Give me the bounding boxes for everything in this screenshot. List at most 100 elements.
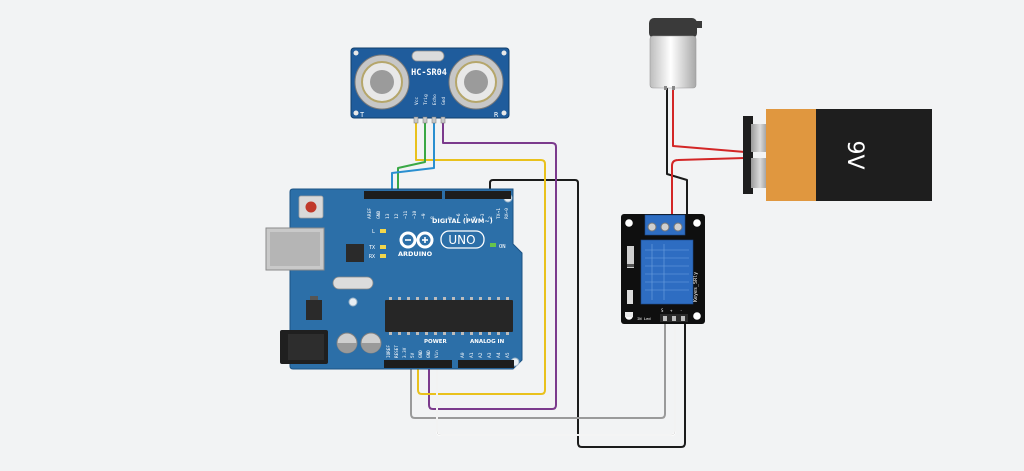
power-header[interactable] [384,360,452,368]
pin-label-1: TX→1 [496,208,502,219]
pin-label-a4: A4 [496,352,502,358]
power-header-label: POWER [424,339,448,345]
pin-label-12: 12 [394,213,400,219]
pin-label-gnd-1: GND [418,350,424,358]
dc-motor[interactable] [649,18,702,90]
wire-purple-sensor-gnd[interactable] [428,121,557,410]
arduino-logo-icon [399,231,434,249]
crystal [332,276,374,290]
led-tx-label: TX [369,245,375,251]
sensor-mark-t: T [360,111,365,119]
resistor [627,290,633,304]
atmega-pins [389,297,509,335]
wire-yellow-sensor-vcc[interactable] [415,121,546,395]
pin-label-a3: A3 [487,352,493,358]
wires [391,83,746,448]
pin-label-7: 7 [448,216,454,219]
power-pin-labels: IOREF RESET 3.3V 5V GND GND Vin [386,345,440,358]
pin-label-vin: Vin [434,350,440,358]
digital-header-left[interactable] [364,191,442,199]
sensor-model-label: HC-SR04 [411,68,447,78]
led-rx [380,254,386,258]
led-l [380,229,386,233]
analog-header[interactable] [458,360,514,368]
pin-label-2: 2 [488,216,494,219]
crystal-oscillator [411,50,445,62]
uno-label: UNO [448,233,475,247]
analog-pin-labels: A0 A1 A2 A3 A4 A5 [460,352,511,358]
pin-label-reset: RESET [394,345,400,358]
pin-label-4: 4 [472,216,478,219]
relay-pins[interactable] [660,314,688,322]
relay-led-label: IN Led [637,316,651,321]
transducer-left [354,54,410,110]
relay-pin-minus-label: - [680,308,682,313]
wire-red-relay-battery[interactable] [671,157,746,215]
pin-label-aref: AREF [367,208,373,219]
relay-body [640,239,694,305]
regulator [306,300,322,320]
reset-button[interactable] [298,195,324,219]
pin-label-5: ~5 [464,213,470,219]
pin-label-a5: A5 [505,352,511,358]
sensor-pin-echo-label: Echo [432,94,438,105]
relay-pin-plus-label: + [670,308,673,313]
pin-label-3v3: 3.3V [402,347,408,358]
digital-header-right[interactable] [445,191,511,199]
relay-pin-labels: S + - [661,308,682,313]
capacitors [336,332,382,354]
led-rx-label: RX [369,254,375,260]
pin-label-11: ~11 [403,210,409,219]
pin-label-gnd-2: GND [426,350,432,358]
pin-label-3: ~3 [480,213,486,219]
pin-label-a2: A2 [478,352,484,358]
battery-terminal-block [743,116,753,194]
transducer-right [448,54,504,110]
pin-label-10: ~10 [412,210,418,219]
relay-screw-terminal[interactable] [644,214,686,236]
pin-label-6: ~6 [456,213,462,219]
sensor-pins[interactable] [413,116,446,124]
arduino-brand-label: ARDUINO [398,250,433,258]
pin-label-9: ~9 [421,213,427,219]
pin-label-a1: A1 [469,352,475,358]
led-on-label: ON [499,244,506,250]
sensor-pin-gnd-label: Gnd [441,97,447,105]
atmega-chip [385,300,513,332]
wire-gray-relay-power[interactable] [410,321,666,419]
digital-header-label: DIGITAL (PWM~) [432,217,493,225]
usb-chip [346,244,364,262]
pin-label-5v: 5V [410,352,416,358]
uno-badge [440,230,485,249]
hc-sr04-sensor[interactable]: HC-SR04 T R Vcc Trig Echo Gnd [350,47,510,124]
pin-label-0: RX←0 [504,208,510,219]
sensor-pin-trig-label: Trig [423,94,429,105]
pin-label-8: 8 [430,216,436,219]
led-tx [380,245,386,249]
pin-label-ioref: IOREF [386,345,392,358]
pin-label-a0: A0 [460,352,466,358]
pin-label-gnd: GND [376,210,382,219]
pin-label-13: 13 [385,213,391,219]
relay-module[interactable]: Keyes_SRly IN Led S + - [621,214,705,324]
9v-battery[interactable]: 9V [743,109,932,201]
sensor-pin-vcc-label: Vcc [414,97,420,105]
led-l-label: L [372,229,375,235]
sensor-pin-labels: Vcc Trig Echo Gnd [414,94,447,105]
relay-model-label: Keyes_SRly [693,272,699,302]
diode [627,246,634,268]
wire-blue-sensor-echo[interactable] [391,121,435,197]
status-led [625,312,633,317]
wire-green-sensor-trig[interactable] [397,121,426,197]
relay-pin-s-label: S [661,308,664,313]
battery-label: 9V [842,140,867,169]
wire-black-relay-ground[interactable] [489,179,686,448]
digital-pin-labels: AREF GND 13 12 ~11 ~10 ~9 8 7 ~6 ~5 4 ~3… [367,208,510,219]
arduino-uno-board[interactable]: AREF GND 13 12 ~11 ~10 ~9 8 7 ~6 ~5 4 ~3… [265,188,523,370]
wire-red-motor[interactable] [672,83,746,153]
sensor-mark-r: R [494,111,499,119]
led-on [490,243,496,247]
analog-header-label: ANALOG IN [470,339,505,345]
wire-black-motor[interactable] [666,83,688,215]
